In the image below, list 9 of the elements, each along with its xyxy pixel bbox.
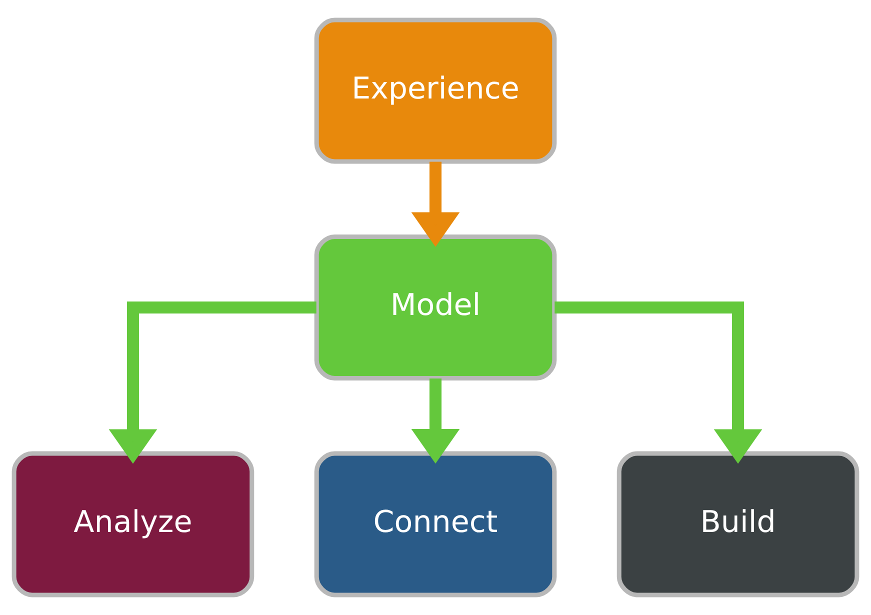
node-box: Connect (314, 451, 557, 598)
node-box: Model (314, 234, 557, 380)
arrow (411, 162, 460, 247)
node-box: Experience (314, 18, 557, 164)
node-box: Build (616, 451, 860, 598)
arrow (411, 378, 460, 464)
arrow (554, 301, 762, 464)
arrow (108, 301, 316, 464)
node-box: Analyze (12, 451, 254, 598)
